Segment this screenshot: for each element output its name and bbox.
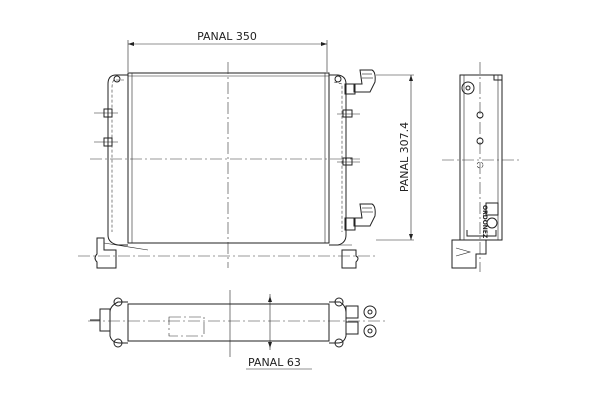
- width-dimension: PANAL 350: [127, 30, 328, 72]
- upper-fitting: [344, 69, 376, 95]
- right-bracket: [341, 249, 359, 269]
- brand-mark: ORDONEZ: [481, 205, 488, 239]
- width-label: PANAL 350: [197, 30, 257, 43]
- height-dimension: PANAL 307.4: [376, 74, 414, 241]
- left-tank: [107, 74, 128, 246]
- right-tank: [329, 74, 347, 246]
- depth-label: PANAL 63: [248, 356, 301, 369]
- lower-fitting: [344, 203, 376, 231]
- front-view: [78, 62, 378, 269]
- radiator-core: [127, 72, 330, 244]
- bottom-view: PANAL 63: [88, 290, 385, 370]
- left-bracket: [94, 237, 117, 269]
- height-label: PANAL 307.4: [398, 122, 411, 192]
- side-view: ORDONEZ: [442, 62, 520, 272]
